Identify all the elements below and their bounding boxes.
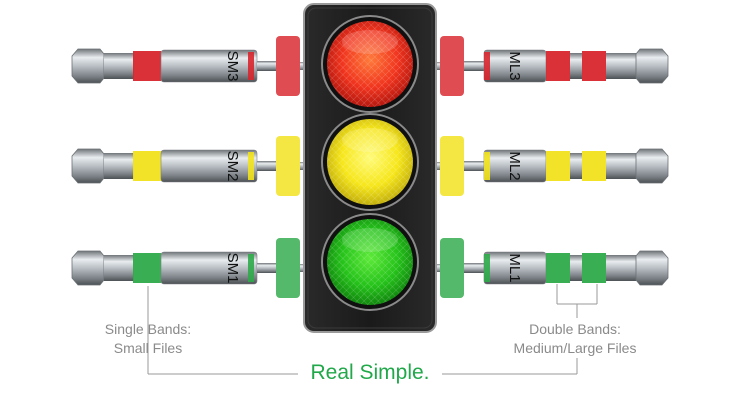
single-bands-caption: Single Bands: Small Files <box>86 320 210 358</box>
lamp-green <box>321 213 419 311</box>
band-right-2 <box>582 51 606 81</box>
file-label-left: SM3 <box>224 51 241 82</box>
stopper-right <box>440 136 464 196</box>
file-label-right: ML3 <box>506 51 523 80</box>
band-left <box>133 51 161 81</box>
band-right-2 <box>582 151 606 181</box>
band-right-2 <box>582 253 606 283</box>
caption-left-line1: Single Bands: <box>104 321 192 337</box>
file-label-right: ML1 <box>506 253 523 282</box>
lamp-red <box>321 15 419 113</box>
stopper-left <box>276 238 300 298</box>
band-right-1 <box>546 151 570 181</box>
double-bands-caption: Double Bands: Medium/Large Files <box>500 320 650 358</box>
band-right-1 <box>546 253 570 283</box>
caption-connector-lines <box>147 284 598 375</box>
stopper-left <box>276 36 300 96</box>
band-left <box>133 151 161 181</box>
stopper-right <box>440 238 464 298</box>
file-row-yellow: SM2 ML2 <box>71 136 669 196</box>
band-left <box>133 253 161 283</box>
file-right-ml2: ML2 <box>440 136 669 196</box>
tagline: Real Simple. <box>298 360 442 386</box>
file-right-ml3: ML3 <box>440 36 669 96</box>
file-right-ml1: ML1 <box>440 238 669 298</box>
file-label-left: SM2 <box>224 151 241 182</box>
caption-left-line2: Small Files <box>113 340 183 356</box>
band-right-1 <box>546 51 570 81</box>
file-label-left: SM1 <box>224 253 241 284</box>
stopper-right <box>440 36 464 96</box>
lamp-yellow <box>321 113 419 211</box>
file-label-right: ML2 <box>506 151 523 180</box>
stopper-left <box>276 136 300 196</box>
caption-right-line2: Medium/Large Files <box>513 340 637 356</box>
caption-right-line1: Double Bands: <box>529 321 621 337</box>
